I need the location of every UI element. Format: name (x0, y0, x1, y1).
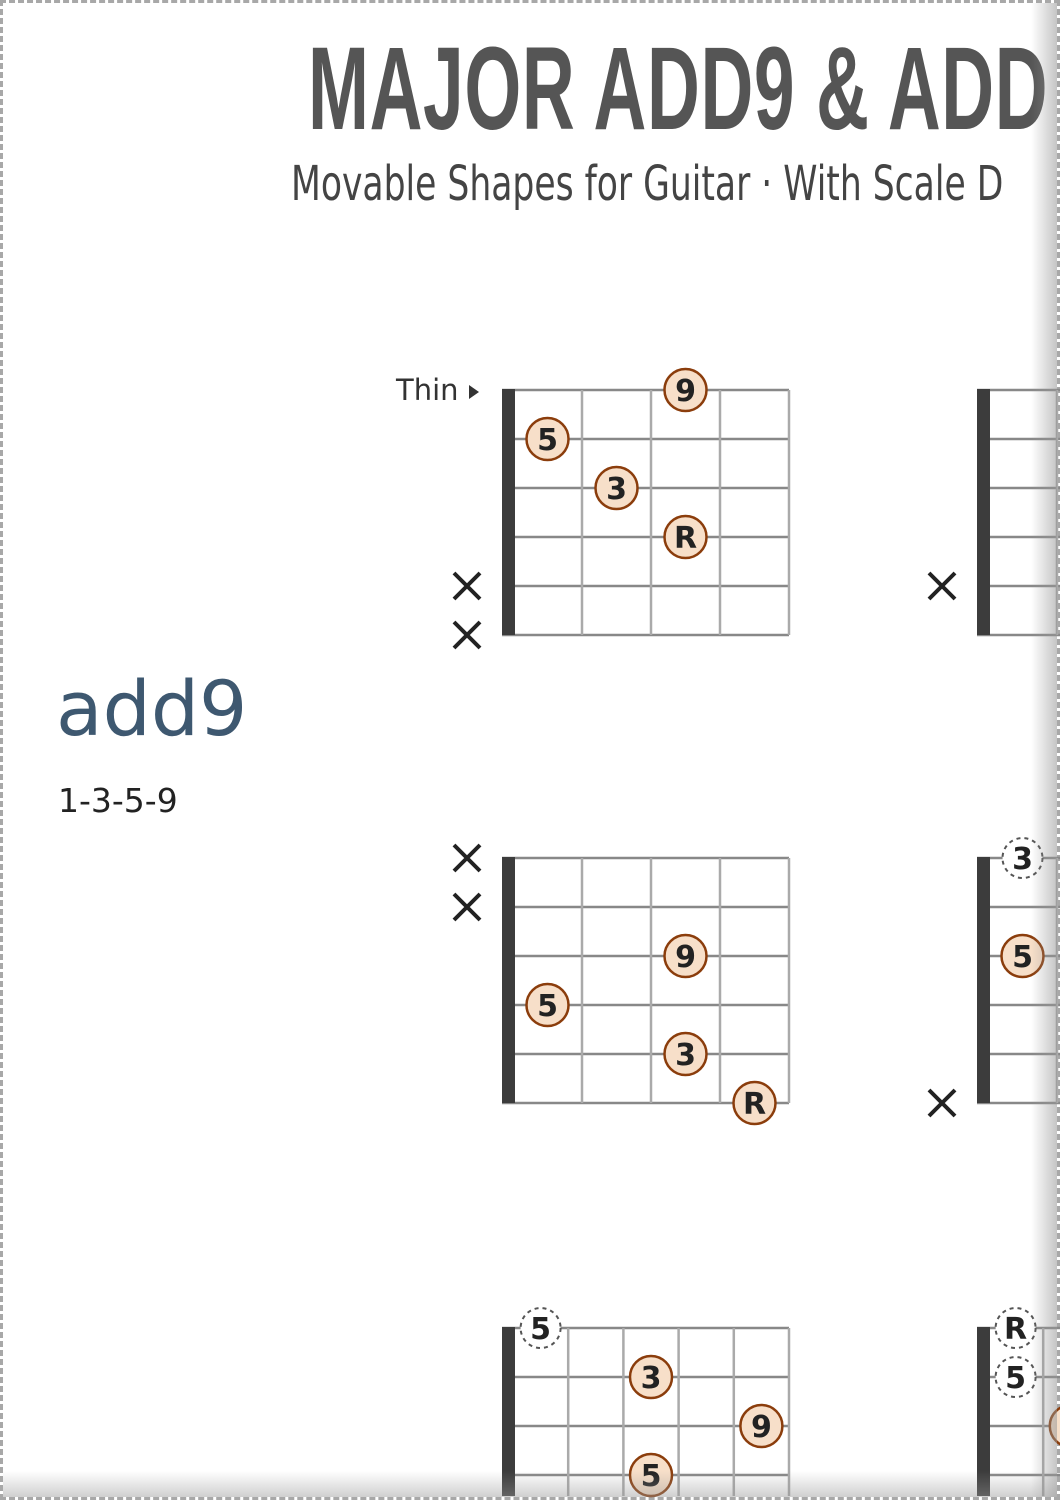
note-dot: 3 (628, 1354, 674, 1400)
optional-note-dot: 5 (994, 1356, 1037, 1398)
nut (502, 389, 515, 635)
optional-note-dot: 5 (519, 1307, 562, 1349)
nut (502, 857, 515, 1103)
dot-label: 3 (1012, 842, 1033, 877)
note-dot: 9 (739, 1403, 784, 1449)
dot-label: R (743, 1087, 766, 1122)
dot-circle (594, 465, 639, 511)
note-dot: 9 (663, 933, 708, 979)
muted-string-x-icon (452, 892, 482, 922)
dot-label: 5 (641, 1459, 662, 1494)
note-dot: R (732, 1080, 777, 1126)
note-dot: 5 (525, 982, 570, 1028)
dot-label: 5 (537, 423, 558, 458)
dot-label: 3 (675, 1038, 696, 1073)
dot-label: 5 (1012, 940, 1033, 975)
dot-label: 9 (675, 374, 696, 409)
note-dot: 3 (663, 1031, 708, 1077)
dot-label: 5 (1005, 1361, 1026, 1396)
muted-string-x-icon (927, 1088, 957, 1118)
dot-circle (525, 982, 570, 1028)
dot-label: 9 (675, 940, 696, 975)
dot-label: 3 (641, 1361, 662, 1396)
chord-diagram: 9 5 3R (452, 843, 791, 1126)
dot-circle (519, 1307, 562, 1349)
note-dot: 5 (525, 416, 570, 462)
dot-label: R (1004, 1312, 1027, 1347)
dot-label: 3 (606, 472, 627, 507)
page-title: MAJOR ADD9 & ADD (308, 23, 1049, 155)
dot-circle (663, 933, 708, 979)
dot-circle (628, 1452, 674, 1498)
nut (977, 389, 990, 635)
dot-circle (663, 514, 708, 560)
muted-string-x-icon (452, 620, 482, 650)
optional-note-dot: R (994, 1307, 1037, 1349)
note-dot: 5 (628, 1452, 674, 1498)
chord-diagram: 9 5 3R (452, 367, 791, 650)
note-dot: 9 (663, 367, 708, 413)
page-subtitle: Movable Shapes for Guitar · With Scale D (291, 156, 1004, 212)
chord-diagram: 35 (927, 837, 1060, 1118)
section-formula: 1-3-5-9 (58, 781, 178, 820)
nut (502, 1327, 515, 1496)
triangle-right-icon (469, 385, 479, 399)
dot-circle (732, 1080, 777, 1126)
dot-label: R (674, 521, 697, 556)
muted-string-x-icon (452, 571, 482, 601)
dot-circle (525, 416, 570, 462)
nut (977, 1327, 990, 1496)
dot-circle (663, 1031, 708, 1077)
dot-label: 5 (537, 989, 558, 1024)
muted-string-x-icon (927, 571, 957, 601)
dot-circle (628, 1354, 674, 1400)
note-dot: R (663, 514, 708, 560)
dot-circle (663, 367, 708, 413)
optional-note-dot: 3 (1001, 837, 1044, 879)
chord-diagram: 5 3 9 5 (502, 1307, 791, 1498)
note-dot: 5 (1000, 933, 1045, 979)
dot-label: 5 (530, 1312, 551, 1347)
chord-diagram: R5 (977, 1307, 1060, 1496)
string-orientation-label: Thin (396, 373, 459, 407)
note-dot (1048, 1406, 1060, 1446)
note-dot: 3 (594, 465, 639, 511)
muted-string-x-icon (452, 843, 482, 873)
dot-circle (739, 1403, 784, 1449)
dot-circle (1048, 1406, 1060, 1446)
dot-label: 9 (751, 1410, 772, 1445)
chord-diagram (927, 388, 1060, 637)
section-title: add9 (56, 664, 248, 753)
nut (977, 857, 990, 1103)
